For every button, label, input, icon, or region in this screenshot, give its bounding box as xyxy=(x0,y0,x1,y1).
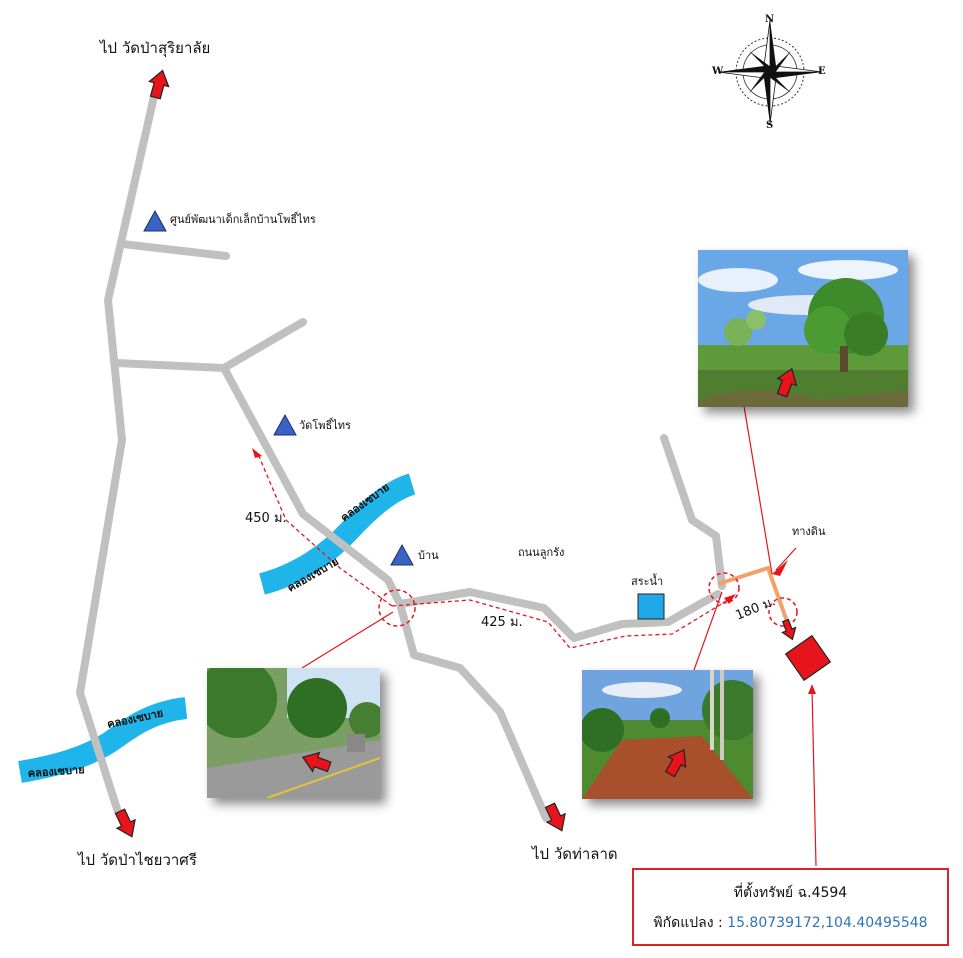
coord-value: 15.80739172,104.40495548 xyxy=(727,915,928,931)
distance-450-label: 450 ม. xyxy=(245,511,287,526)
property-marker xyxy=(784,634,832,682)
road-laterite xyxy=(396,588,722,642)
route-to-property xyxy=(391,599,729,649)
road-branch-childcare xyxy=(119,240,230,260)
junction-marker-lateral xyxy=(708,572,740,604)
road-to-village xyxy=(220,364,550,822)
junction-marker-property xyxy=(768,597,798,627)
property-coordinates: พิกัดแปลง : 15.80739172,104.40495548 xyxy=(634,912,947,934)
arrow-south-icon xyxy=(544,802,566,832)
road-branch-temple xyxy=(112,318,307,372)
dirt-road xyxy=(717,565,792,631)
compass-south: S xyxy=(766,120,774,131)
leader-line-photo-middle xyxy=(693,591,723,671)
site-photo-road xyxy=(207,668,380,798)
leader-line-infobox xyxy=(811,687,817,867)
distance-425-label: 425 ม. xyxy=(481,615,523,630)
leader-line-photo-top xyxy=(743,405,773,575)
dirt-road-label: ทางดิน xyxy=(792,525,826,538)
road-north-branch xyxy=(660,434,726,590)
leader-arrowhead-infobox xyxy=(808,684,816,694)
landmark-village-icon xyxy=(390,543,414,566)
road-laterite-label: ถนนลูกรัง xyxy=(518,546,565,559)
arrow-southwest-icon xyxy=(114,808,136,838)
route-to-temple xyxy=(257,453,393,607)
junction-marker-village xyxy=(378,589,416,627)
property-info-box: ที่ตั้งทรัพย์ ฉ.4594 พิกัดแปลง : 15.8073… xyxy=(632,868,949,946)
coord-label: พิกัดแปลง : xyxy=(653,915,723,931)
compass-east: E xyxy=(818,66,826,77)
landmark-temple-label: วัดโพธิ์ไทร xyxy=(299,419,351,432)
arrow-north-icon xyxy=(148,69,170,100)
canal-west xyxy=(18,697,188,783)
landmark-village-label: บ้าน xyxy=(418,549,439,562)
compass-west: W xyxy=(712,66,724,77)
landmark-childcare-label: ศูนย์พัฒนาเด็กเล็กบ้านโพธิ์ไทร xyxy=(170,213,316,226)
destination-south-label: ไป วัดท่าลาด xyxy=(532,845,618,863)
route-arrowhead-temple xyxy=(252,448,262,458)
site-photo-dirt xyxy=(582,670,753,799)
compass-rose-icon xyxy=(717,19,823,125)
pond-icon xyxy=(637,593,665,620)
destination-southwest-label: ไป วัดป่าไชยวาศรี xyxy=(78,851,197,869)
road-north-south xyxy=(76,88,159,816)
property-title: ที่ตั้งทรัพย์ ฉ.4594 xyxy=(733,885,848,901)
compass-north: N xyxy=(765,14,775,25)
leader-line-photo-left xyxy=(301,611,394,669)
landmark-childcare-icon xyxy=(143,209,167,232)
leader-line-dirt-road xyxy=(775,547,797,571)
leader-arrowhead-dirt xyxy=(772,560,788,576)
pond-label: สระน้ำ xyxy=(631,575,664,588)
canal-east xyxy=(258,473,416,595)
destination-north-label: ไป วัดป่าสุริยาลัย xyxy=(100,39,211,57)
landmark-temple-icon xyxy=(273,413,297,436)
route-arrowhead-property xyxy=(724,594,736,604)
canal-label-west-lower: คลองเซบาย xyxy=(27,763,85,780)
arrow-property-icon xyxy=(781,618,797,641)
site-photo-tree xyxy=(698,250,908,407)
